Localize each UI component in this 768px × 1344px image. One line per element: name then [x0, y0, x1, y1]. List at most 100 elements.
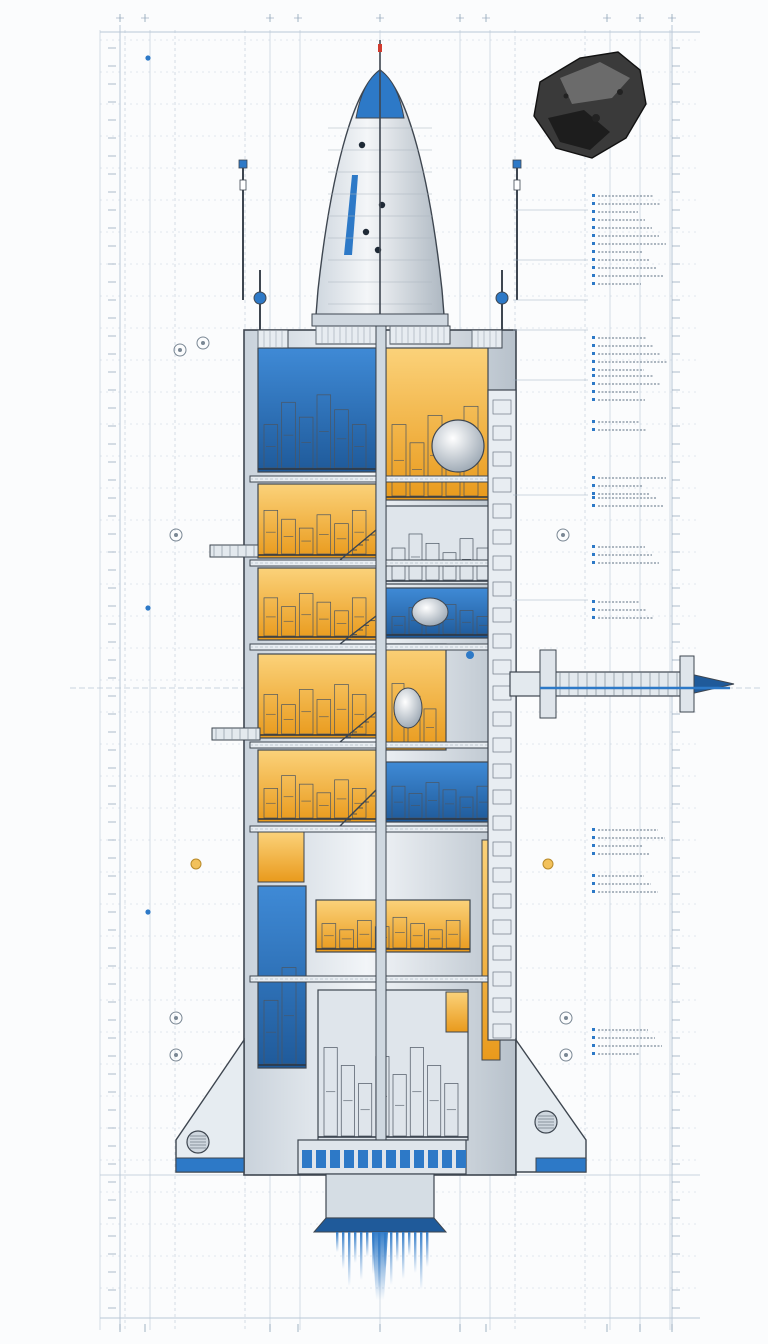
plume-streak — [348, 1232, 351, 1286]
plume-streak — [402, 1232, 405, 1279]
equipment-rack — [298, 416, 314, 469]
engine-blue-slot — [442, 1150, 452, 1168]
tower-hatch — [492, 763, 512, 779]
tip-beacon — [378, 44, 382, 52]
tower-hatch — [492, 633, 512, 649]
equipment-rack — [281, 606, 296, 637]
note-bullet — [592, 218, 595, 221]
equipment-rack — [358, 1083, 373, 1137]
gauge-center — [561, 533, 565, 537]
marker-dot — [145, 605, 151, 611]
engine-blue-slot — [456, 1150, 466, 1168]
note-bullet — [592, 398, 595, 401]
note-bullet — [592, 352, 595, 355]
equipment-rack — [410, 923, 425, 949]
service-platform — [211, 727, 261, 741]
plume-core — [372, 1232, 388, 1300]
equipment-rack — [351, 597, 367, 637]
gauge-symbol — [556, 528, 570, 542]
asteroid-crater — [592, 114, 600, 122]
equipment-rack — [392, 916, 408, 949]
engine-blue-slot — [358, 1150, 368, 1168]
note-bullet — [592, 1028, 595, 1031]
note-bullet — [592, 1052, 595, 1055]
gauge-center — [201, 341, 205, 345]
equipment-rack — [316, 514, 332, 555]
equipment-rack — [408, 533, 423, 581]
docking-flange — [679, 655, 695, 713]
engine-blue-slot — [400, 1150, 410, 1168]
porthole — [362, 228, 370, 236]
top-bracket — [257, 329, 289, 349]
equipment-rack — [316, 699, 332, 735]
engine-blue-slot — [386, 1150, 396, 1168]
docking-arm — [509, 671, 691, 697]
plume-streak — [354, 1232, 357, 1263]
equipment-rack — [351, 509, 367, 555]
antenna-tip — [238, 159, 248, 169]
equipment-rack — [263, 694, 279, 735]
gauge-center — [564, 1016, 568, 1020]
note-bullet — [592, 561, 595, 564]
asteroid-icon — [533, 51, 647, 159]
gauge-center — [174, 1053, 178, 1057]
plume-streak — [342, 1232, 345, 1269]
plume-streak — [390, 1232, 393, 1285]
marker-dot — [145, 909, 151, 915]
note-bullet — [592, 274, 595, 277]
equipment-rack — [442, 789, 457, 819]
equipment-rack — [357, 920, 372, 949]
equipment-rack — [339, 929, 354, 949]
plume-streak — [420, 1232, 423, 1290]
equipment-rack — [263, 999, 279, 1065]
note-bullet — [592, 1044, 595, 1047]
equipment-rack — [334, 523, 349, 555]
engine-blue-slot — [302, 1150, 312, 1168]
equipment-rack — [263, 424, 279, 469]
equipment-rack — [281, 775, 296, 819]
plume-streak — [426, 1232, 429, 1267]
note-bullet — [592, 226, 595, 229]
note-bullet — [592, 882, 595, 885]
tower-hatch — [492, 555, 512, 571]
tower-hatch — [492, 919, 512, 935]
equipment-rack — [281, 704, 296, 735]
equipment-rack — [444, 1083, 459, 1137]
nose-window-stripe — [344, 175, 358, 255]
indicator-light — [466, 651, 474, 659]
note-bullet — [592, 420, 595, 423]
note-bullet — [592, 344, 595, 347]
engine-blue-slot — [344, 1150, 354, 1168]
note-bullet — [592, 874, 595, 877]
antenna-module — [239, 179, 247, 191]
note-bullet — [592, 250, 595, 253]
capsule-pod — [393, 687, 423, 729]
equipment-rack — [334, 610, 349, 637]
docking-probe-icon — [689, 673, 735, 695]
gauge-symbol — [169, 1048, 183, 1062]
engine-blue-slot — [330, 1150, 340, 1168]
tower-hatch — [492, 711, 512, 727]
tower-hatch — [492, 399, 512, 415]
equipment-rack — [263, 509, 279, 555]
tower-hatch — [492, 503, 512, 519]
asteroid-crater — [563, 93, 569, 99]
gauge-symbol — [559, 1011, 573, 1025]
gauge-symbol — [169, 1011, 183, 1025]
note-bullet — [592, 844, 595, 847]
note-bullet — [592, 266, 595, 269]
tower-hatch — [492, 997, 512, 1013]
tower-hatch — [492, 789, 512, 805]
equipment-rack — [391, 785, 406, 819]
gauge-symbol — [169, 528, 183, 542]
tower-hatch — [492, 451, 512, 467]
note-bullet — [592, 600, 595, 603]
marker-dot — [145, 55, 151, 61]
deck-lower-left-amber — [257, 831, 305, 883]
gauge-center — [564, 1053, 568, 1057]
equipment-rack — [340, 1065, 355, 1137]
tower-hatch — [492, 893, 512, 909]
central-core-column — [375, 325, 387, 1177]
tower-hatch — [492, 529, 512, 545]
